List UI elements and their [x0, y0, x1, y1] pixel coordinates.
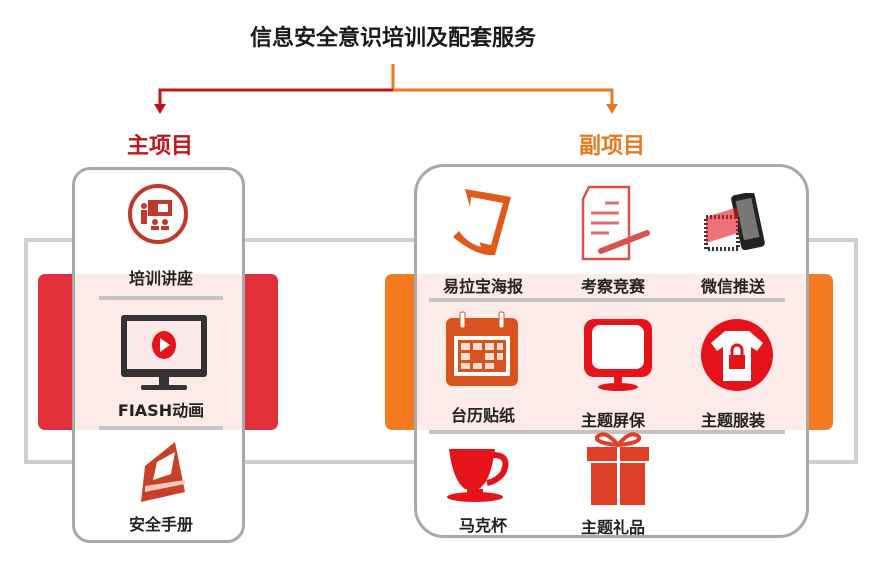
secondary-item-label: 易拉宝海报 — [442, 277, 523, 296]
calendar-icon — [446, 311, 518, 386]
divider — [429, 430, 785, 434]
secondary-heading: 副项目 — [578, 134, 645, 159]
exam-paper-icon — [581, 185, 650, 261]
gift-icon — [587, 432, 649, 505]
cup-icon — [447, 449, 509, 502]
screen-icon — [584, 319, 652, 391]
page-title: 信息安全意识培训及配套服务 — [249, 26, 536, 51]
secondary-item-label: 主题屏保 — [580, 411, 645, 430]
secondary-item-label: 主题服装 — [700, 411, 765, 430]
connector-arrows — [154, 64, 618, 114]
monitor-play-icon — [121, 315, 207, 390]
qr-phone-icon — [704, 193, 765, 251]
tshirt-lock-icon — [701, 319, 773, 391]
main-heading: 主项目 — [126, 134, 193, 159]
secondary-item-label: 考察竞赛 — [580, 277, 645, 296]
secondary-item-label: 台历贴纸 — [450, 406, 515, 425]
poster-icon — [453, 189, 511, 256]
secondary-item-label: 微信推送 — [700, 277, 765, 296]
presentation-icon — [128, 184, 188, 244]
main-item-label: 安全手册 — [128, 515, 193, 534]
main-item-label: 培训讲座 — [128, 269, 193, 288]
main-items-card: 培训讲座 FIASH动画 安全手册 — [72, 167, 245, 543]
main-item-label: FIASH动画 — [117, 401, 205, 420]
secondary-items-card: 易拉宝海报 考察竞赛 微信推送 台历贴纸 主题屏保 主题服装 马克杯 — [414, 164, 809, 538]
secondary-item-label: 主题礼品 — [580, 518, 645, 537]
secondary-item-label: 马克杯 — [458, 516, 507, 535]
divider — [99, 426, 223, 430]
handbook-icon — [141, 442, 185, 502]
divider — [99, 296, 223, 300]
divider — [429, 298, 785, 302]
